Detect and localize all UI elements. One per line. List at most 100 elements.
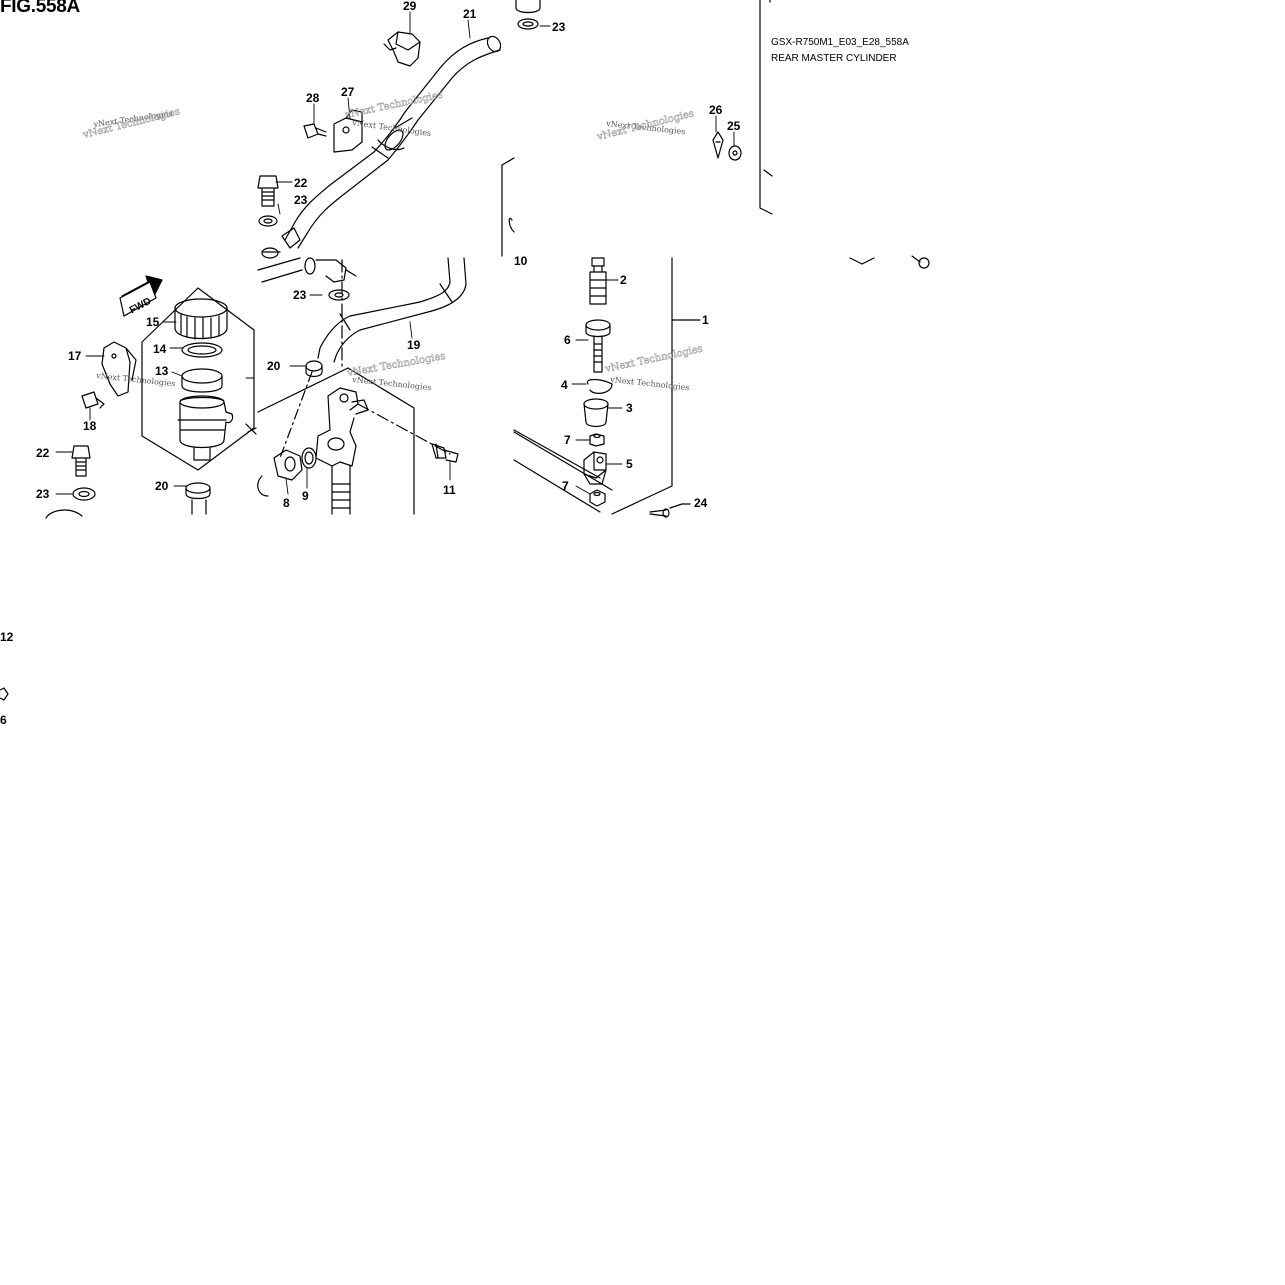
hose-19 [317, 257, 467, 363]
watermark-2-ghost: vNext Technologies [343, 90, 443, 122]
callout-15[interactable]: 15 [146, 315, 160, 329]
callout-27[interactable]: 27 [341, 85, 355, 99]
washer-23-b [258, 215, 278, 227]
cotter-pin-26 [712, 131, 724, 159]
callout-23-top[interactable]: 23 [552, 20, 566, 34]
bolt-22-top [257, 175, 279, 207]
boot-3 [583, 398, 609, 428]
callout-20-upper[interactable]: 20 [267, 359, 281, 373]
reservoir-body [177, 395, 234, 461]
callout-20-lower[interactable]: 20 [155, 479, 169, 493]
callout-17[interactable]: 17 [68, 349, 82, 363]
callout-6[interactable]: 6 [564, 333, 571, 347]
watermark-6-ghost: vNext Technologies [603, 344, 703, 376]
callout-21[interactable]: 21 [463, 7, 477, 21]
union-fitting-8 [273, 449, 303, 481]
clevis-5 [583, 451, 607, 485]
circlip-12 [257, 475, 269, 497]
master-cylinder-body [315, 387, 369, 515]
inner-frame-top [501, 157, 515, 257]
callout-6-left[interactable]: 6 [0, 713, 7, 727]
callout-18[interactable]: 18 [83, 419, 97, 433]
watermark-6: vNext Technologies [609, 375, 690, 392]
callout-24[interactable]: 24 [694, 496, 708, 510]
bolt-22-lower [71, 445, 91, 477]
nut-7-lower [589, 489, 606, 507]
callout-23-b[interactable]: 23 [294, 193, 308, 207]
title-frame [759, 0, 773, 215]
callout-23-c[interactable]: 23 [293, 288, 307, 302]
banjo-lower-edge [45, 509, 83, 519]
bolt-28 [303, 123, 327, 139]
callout-14[interactable]: 14 [153, 342, 167, 356]
callout-numbers: 29 21 23 28 27 26 25 22 23 10 2 23 1 15 … [0, 0, 741, 727]
washer-25 [728, 145, 742, 161]
bolt-18 [81, 391, 105, 409]
figure-title: FIG.558A [0, 0, 80, 17]
callout-26[interactable]: 26 [709, 103, 723, 117]
bracket-edge-right [849, 257, 875, 265]
callout-12[interactable]: 12 [0, 630, 14, 644]
callout-23-d[interactable]: 23 [36, 487, 50, 501]
hose-reservoir-end [257, 257, 357, 283]
cylinder-frame [257, 367, 415, 515]
reservoir-frame [141, 287, 255, 471]
callout-5[interactable]: 5 [626, 457, 633, 471]
leader-lines [55, 11, 735, 495]
callout-19[interactable]: 19 [407, 338, 421, 352]
reservoir-cap-15 [174, 298, 228, 340]
callout-3[interactable]: 3 [626, 401, 633, 415]
pin-24 [649, 503, 691, 518]
callout-7-upper[interactable]: 7 [564, 433, 571, 447]
callout-8[interactable]: 8 [283, 496, 290, 510]
washer-23-top [515, 0, 541, 30]
plate-14 [181, 342, 223, 358]
callout-13[interactable]: 13 [155, 364, 169, 378]
callout-28[interactable]: 28 [306, 91, 320, 105]
bracket-27 [333, 109, 363, 153]
screw-16 [245, 423, 257, 435]
diaphragm-13 [181, 368, 223, 393]
hose-clamp-20-lower [185, 482, 211, 515]
washer-23-c [328, 289, 350, 301]
callout-22-lower[interactable]: 22 [36, 446, 50, 460]
circlip-10 [508, 217, 515, 233]
watermark-5-ghost: vNext Technologies [346, 351, 447, 379]
clip-remnant [0, 687, 9, 701]
callout-25[interactable]: 25 [727, 119, 741, 133]
circlip-4 [586, 378, 613, 394]
part-name: REAR MASTER CYLINDER [771, 53, 897, 64]
centerline-diag [279, 371, 313, 459]
callout-4[interactable]: 4 [561, 378, 568, 392]
hose-21 [284, 35, 502, 249]
callout-11[interactable]: 11 [443, 483, 456, 497]
callout-2[interactable]: 2 [620, 273, 627, 287]
centerline-bolt [357, 403, 451, 455]
callout-10[interactable]: 10 [514, 254, 528, 268]
callout-9[interactable]: 9 [302, 489, 309, 503]
watermark-5: vNext Technologies [351, 375, 432, 392]
assembly-frame-1 [611, 257, 673, 515]
watermarks: vNext Technologies vNext Technologies vN… [81, 89, 704, 392]
push-rod-6 [585, 319, 611, 373]
o-ring-9 [301, 447, 317, 469]
nut-7-upper [589, 433, 605, 447]
fwd-arrow-icon [119, 275, 163, 317]
callout-1[interactable]: 1 [702, 313, 709, 327]
callout-7-lower[interactable]: 7 [562, 479, 569, 493]
piston-2 [589, 257, 607, 305]
hose-clamp-20-upper [305, 360, 323, 378]
frame-lower-left [513, 431, 613, 491]
title-frame-tick [763, 169, 773, 177]
frame-lower-lines [513, 429, 601, 513]
screw-11 [431, 443, 459, 463]
model-code: GSX-R750M1_E03_E28_558A [771, 37, 909, 48]
hose-21-fitting [261, 227, 301, 259]
callout-22-top[interactable]: 22 [294, 176, 308, 190]
washer-23-d [72, 487, 96, 501]
bolt-right [911, 255, 930, 269]
bracket-17 [101, 341, 137, 397]
callout-29[interactable]: 29 [403, 0, 417, 13]
